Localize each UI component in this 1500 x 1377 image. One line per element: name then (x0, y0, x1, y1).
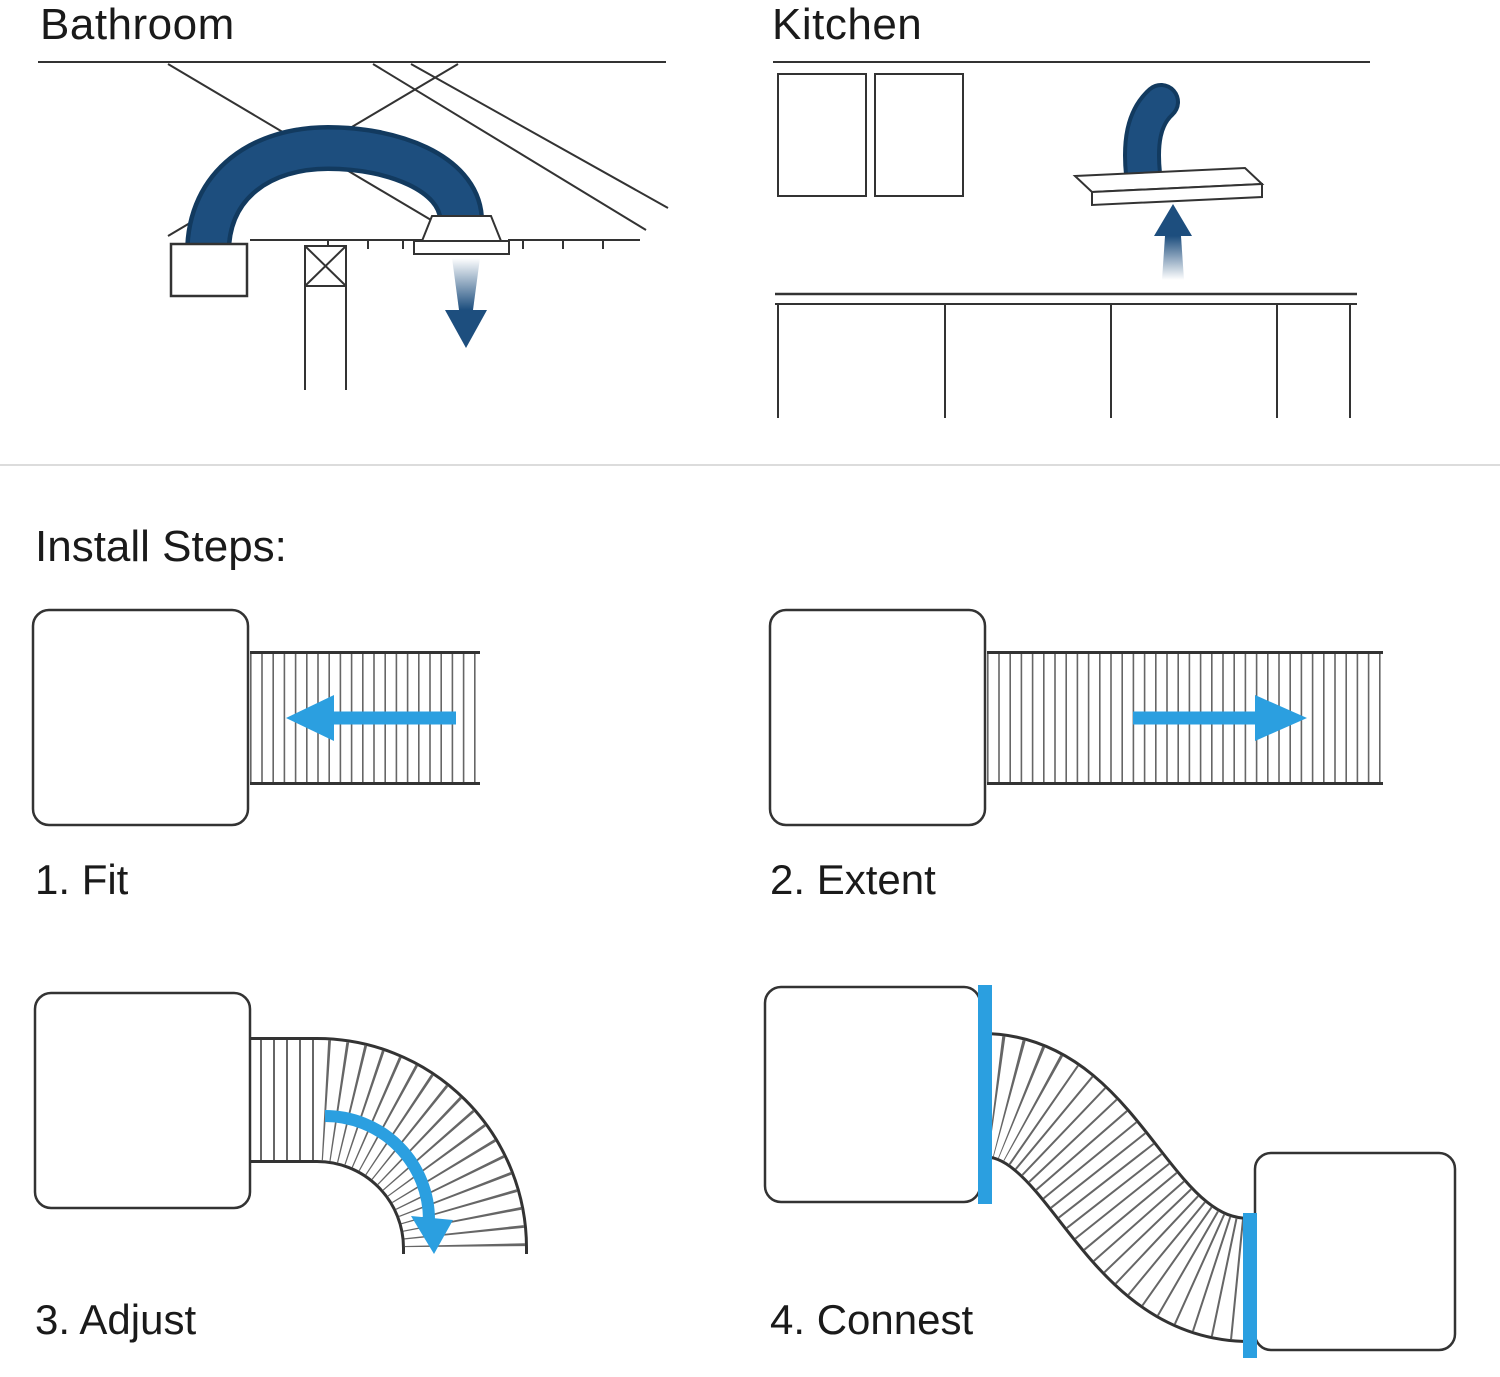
flex-duct-kitchen (1122, 83, 1180, 193)
airflow-up-arrow (1154, 204, 1192, 280)
duct-connector-box (768, 608, 987, 827)
kitchen-structure-lines (773, 61, 1370, 197)
step3-label: 3. Adjust (35, 1296, 197, 1343)
duct-connector-box-left (763, 985, 982, 1204)
fit-direction-arrow-left (286, 695, 456, 741)
step3-adjust-diagram (33, 991, 528, 1254)
step2-extent-diagram (768, 608, 1383, 827)
adjust-curved-arrow (324, 1110, 453, 1254)
duct-connector-box (31, 608, 250, 827)
extend-direction-arrow-right (1133, 695, 1307, 741)
connection-seal-right (1243, 1213, 1257, 1358)
bathroom-illustration (38, 61, 669, 390)
section-divider (0, 464, 1500, 466)
step1-label: 1. Fit (35, 856, 129, 903)
ceiling-vent (413, 215, 510, 255)
airflow-down-arrow (445, 258, 487, 348)
step1-fit-diagram (31, 608, 480, 827)
duct-connector-box-right (1253, 1151, 1457, 1352)
duct-connector-box (33, 991, 252, 1210)
bathroom-structure-lines (38, 61, 669, 390)
connection-seal-left (978, 985, 992, 1204)
step4-label: 4. Connest (770, 1296, 974, 1343)
corrugated-duct-curved (247, 1037, 528, 1254)
corrugated-duct-s-curve (977, 1032, 1254, 1343)
flex-duct-bathroom (185, 124, 484, 255)
countertop-lines (775, 292, 1357, 418)
range-hood (1072, 166, 1265, 207)
kitchen-title: Kitchen (772, 0, 923, 49)
bathroom-title: Bathroom (40, 0, 235, 49)
fan-housing (169, 242, 249, 298)
step2-label: 2. Extent (770, 856, 936, 903)
kitchen-illustration (773, 61, 1370, 418)
step4-connect-diagram (763, 985, 1457, 1358)
install-steps-heading: Install Steps: (35, 522, 287, 571)
